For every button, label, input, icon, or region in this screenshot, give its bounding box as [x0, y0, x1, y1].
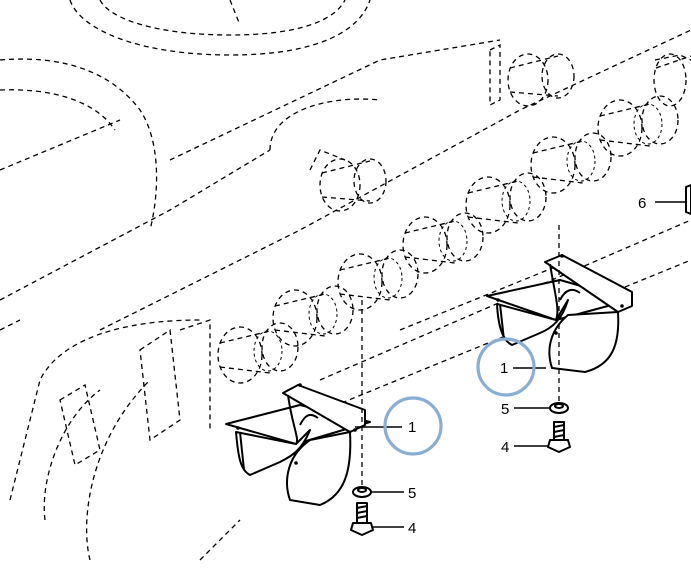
callout-bolt-left: 4 — [408, 520, 416, 537]
washer-right[interactable] — [549, 402, 569, 414]
callout-leaders — [355, 201, 686, 528]
bolt-right[interactable] — [547, 421, 571, 453]
callout-bolt-right: 4 — [501, 439, 509, 456]
carrier-roller — [653, 53, 691, 107]
callout-bracket-right: 1 — [500, 360, 508, 377]
washer-left[interactable] — [352, 486, 372, 498]
track-roller — [597, 95, 679, 157]
track-roller — [272, 285, 354, 347]
highlight-ring-left — [383, 396, 443, 456]
assembly-axes — [361, 225, 560, 488]
track-roller — [217, 322, 299, 384]
callout-roller-guard: 6 — [638, 195, 646, 212]
roller-guard-bracket-left[interactable] — [225, 383, 371, 506]
track-roller — [465, 172, 547, 234]
callout-washer-right: 5 — [501, 401, 509, 418]
callout-washer-left: 5 — [408, 485, 416, 502]
bolt-left[interactable] — [350, 502, 374, 536]
carrier-roller — [319, 158, 387, 212]
track-roller — [402, 212, 484, 274]
roller-guard-edge — [685, 184, 691, 215]
track-roller — [337, 249, 419, 311]
callout-bracket-left: 1 — [408, 419, 416, 436]
track-rollers-ghost — [217, 53, 691, 384]
highlight-ring-right — [476, 337, 536, 397]
track-roller — [530, 132, 612, 194]
carrier-roller — [507, 53, 575, 107]
